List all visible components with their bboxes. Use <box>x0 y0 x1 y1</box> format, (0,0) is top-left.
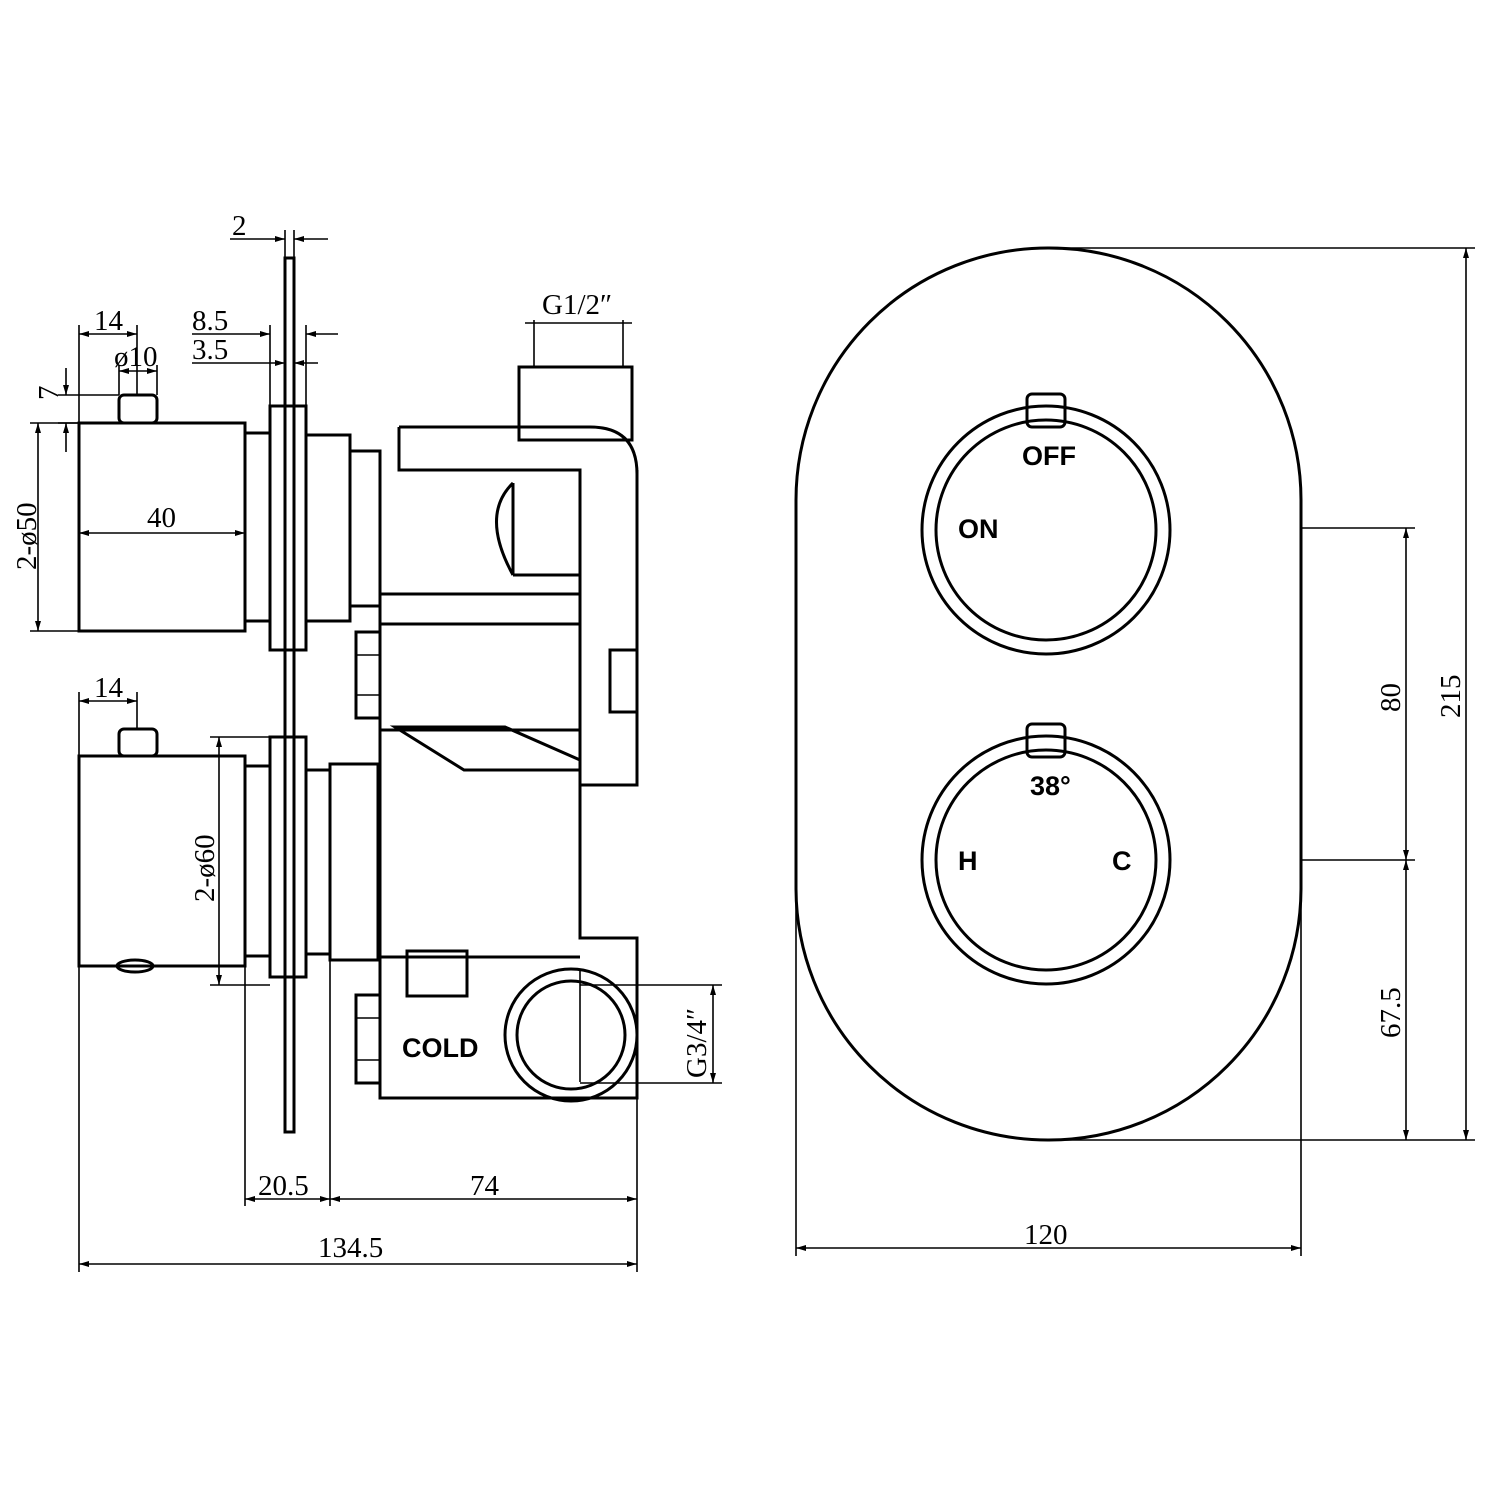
cold-label: COLD <box>402 1033 479 1063</box>
dim-20-5-label: 20.5 <box>258 1170 309 1202</box>
valve-body-outline <box>378 460 639 1100</box>
plate-flange-bottom <box>268 735 308 979</box>
upper-knob-indicator <box>1025 392 1067 429</box>
check-valve-boss <box>405 949 469 998</box>
cartridge-bulge <box>495 481 515 576</box>
cold-side-label: C <box>1112 846 1132 876</box>
lower-handle <box>77 727 380 974</box>
diagonal-wedge <box>389 725 582 772</box>
lower-handle-collar <box>243 764 272 958</box>
front-view: OFF ON 38° H C 120 215 <box>794 246 1475 1256</box>
dim-134-5-label: 134.5 <box>318 1232 383 1264</box>
side-notch <box>608 648 639 714</box>
lower-knob: 38° H C <box>920 722 1172 986</box>
dim-74-label: 74 <box>470 1170 500 1202</box>
dim-phi50-label: 2-ø50 <box>11 502 43 570</box>
upper-knob-inner <box>934 418 1158 642</box>
lower-handle-button <box>115 958 155 974</box>
on-label: ON <box>958 514 999 544</box>
dim-2-label: 2 <box>232 210 247 242</box>
cold-inlet-outer <box>503 967 639 1103</box>
dim-phi60-label: 2-ø60 <box>189 834 221 902</box>
hot-label: H <box>958 846 978 876</box>
dim-67-5-label: 67.5 <box>1375 987 1407 1038</box>
hex-nut-upper <box>354 630 382 720</box>
lower-handle-pin <box>117 727 159 758</box>
cover-plate <box>283 256 296 1134</box>
dim-14-top-label: 14 <box>94 305 124 337</box>
dim-215-label: 215 <box>1435 675 1467 719</box>
upper-knob: OFF ON <box>920 392 1172 656</box>
elbow-inner <box>397 427 582 785</box>
side-dimensions: 2 14 ø10 8.5 3.5 7 <box>11 210 722 1272</box>
dim-14-bottom-label: 14 <box>94 672 124 704</box>
dim-3-5-label: 3.5 <box>192 334 228 366</box>
valve-body: COLD <box>354 365 639 1103</box>
temperature-label: 38° <box>1030 771 1071 801</box>
upper-handle-pin <box>117 393 159 425</box>
lower-knob-outer <box>920 734 1172 986</box>
upper-spindle-ring <box>304 433 352 623</box>
dim-120-label: 120 <box>1024 1219 1068 1251</box>
cold-inlet-inner <box>515 979 627 1091</box>
front-dimensions: 120 215 80 67.5 <box>795 247 1475 1256</box>
lower-knob-indicator <box>1025 722 1067 759</box>
upper-handle-collar <box>243 431 272 623</box>
dim-phi10-label: ø10 <box>114 341 158 373</box>
upper-knob-outer <box>920 404 1172 656</box>
upper-handle <box>77 393 382 633</box>
elbow-outer <box>399 425 639 785</box>
dim-7-label: 7 <box>33 386 65 401</box>
dim-40-label: 40 <box>147 502 176 534</box>
upper-spindle-step <box>348 449 382 608</box>
lower-spindle-step <box>328 762 380 962</box>
lower-knob-inner <box>934 748 1158 972</box>
plate-flange-top <box>268 404 308 652</box>
side-view: COLD 2 14 ø10 8.5 <box>11 210 722 1272</box>
front-plate <box>794 246 1303 1142</box>
dim-g-half-label: G1/2″ <box>542 289 612 321</box>
off-label: OFF <box>1022 441 1076 471</box>
top-outlet <box>517 365 634 442</box>
hex-nut-lower <box>354 993 382 1085</box>
lower-spindle-ring <box>304 768 332 956</box>
dim-80-label: 80 <box>1375 683 1407 712</box>
dim-g-three-quarter-label: G3/4″ <box>681 1008 713 1078</box>
dim-8-5-label: 8.5 <box>192 305 228 337</box>
